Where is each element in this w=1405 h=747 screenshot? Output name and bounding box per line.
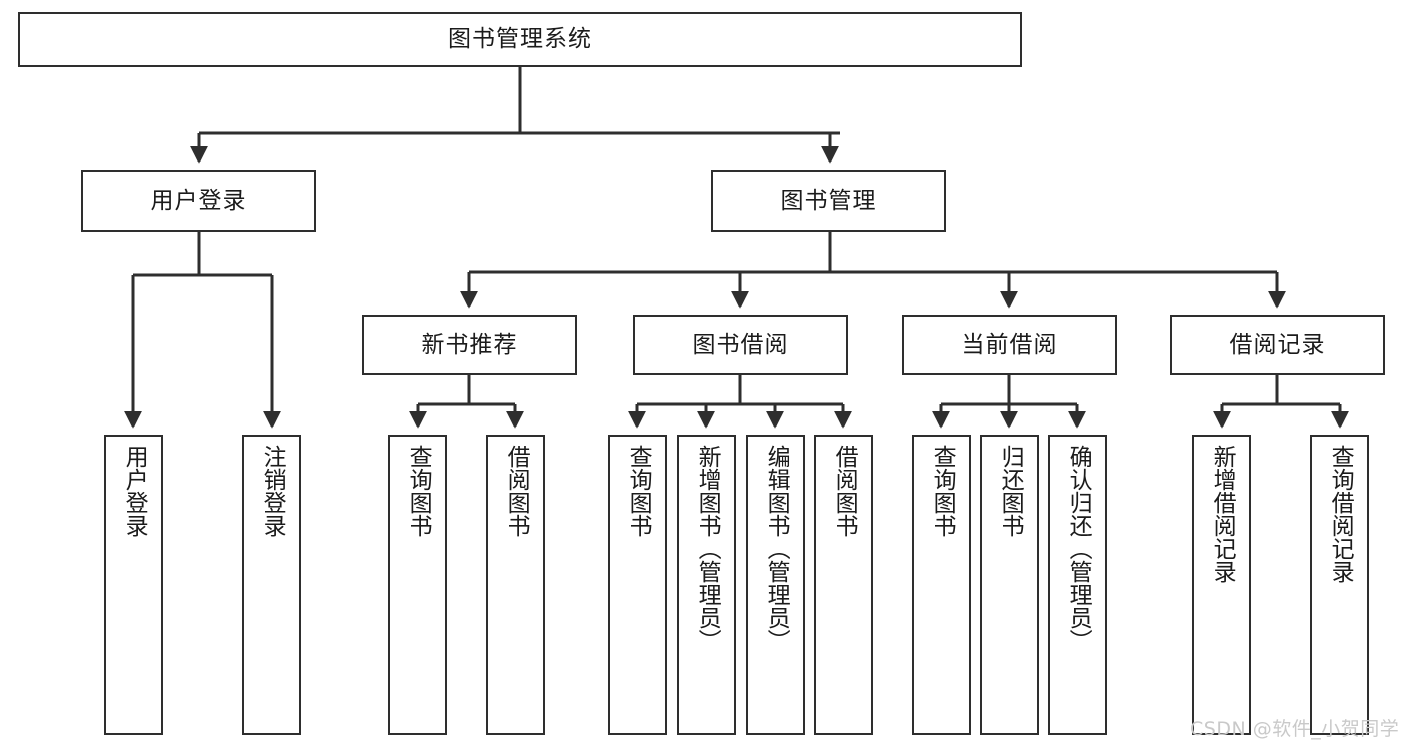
node-label: 新增图书（管理员） <box>694 445 721 652</box>
leaf-record-query-record[interactable]: 查询借阅记录 <box>1310 435 1369 735</box>
node-label: 确认归还（管理员） <box>1065 445 1092 652</box>
node-book-management[interactable]: 图书管理 <box>711 170 946 232</box>
node-label: 查询图书 <box>929 445 956 537</box>
leaf-logout[interactable]: 注销登录 <box>242 435 301 735</box>
node-label: 用户登录 <box>121 445 148 537</box>
node-label: 编辑图书（管理员） <box>763 445 790 652</box>
node-label: 图书借阅 <box>692 331 789 358</box>
node-label: 借阅记录 <box>1229 331 1326 358</box>
node-label: 注销登录 <box>259 445 286 537</box>
leaf-borrow-edit-book-admin[interactable]: 编辑图书（管理员） <box>746 435 805 735</box>
node-current-borrow[interactable]: 当前借阅 <box>902 315 1117 375</box>
leaf-current-return-book[interactable]: 归还图书 <box>980 435 1039 735</box>
node-user-login[interactable]: 用户登录 <box>81 170 316 232</box>
watermark: CSDN @软件_小贺同学 <box>1190 718 1400 740</box>
node-new-book-recommend[interactable]: 新书推荐 <box>362 315 577 375</box>
leaf-borrow-query-book[interactable]: 查询图书 <box>608 435 667 735</box>
node-label: 归还图书 <box>997 445 1024 537</box>
leaf-record-add-record[interactable]: 新增借阅记录 <box>1192 435 1251 735</box>
leaf-newbook-query-book[interactable]: 查询图书 <box>388 435 447 735</box>
leaf-current-query-book[interactable]: 查询图书 <box>912 435 971 735</box>
node-label: 新书推荐 <box>421 331 518 358</box>
node-label: 查询图书 <box>625 445 652 537</box>
node-book-borrow[interactable]: 图书借阅 <box>633 315 848 375</box>
node-label: 图书管理 <box>780 187 877 214</box>
node-label: 图书管理系统 <box>448 26 592 53</box>
leaf-current-confirm-return-admin[interactable]: 确认归还（管理员） <box>1048 435 1107 735</box>
leaf-newbook-borrow-book[interactable]: 借阅图书 <box>486 435 545 735</box>
node-label: 查询借阅记录 <box>1327 445 1354 583</box>
node-label: 当前借阅 <box>961 331 1058 358</box>
node-root-library-management-system[interactable]: 图书管理系统 <box>18 12 1022 67</box>
leaf-borrow-add-book-admin[interactable]: 新增图书（管理员） <box>677 435 736 735</box>
node-label: 用户登录 <box>150 187 247 214</box>
leaf-borrow-borrow-book[interactable]: 借阅图书 <box>814 435 873 735</box>
leaf-user-login[interactable]: 用户登录 <box>104 435 163 735</box>
node-label: 借阅图书 <box>503 445 530 537</box>
node-label: 借阅图书 <box>831 445 858 537</box>
node-label: 查询图书 <box>405 445 432 537</box>
node-label: 新增借阅记录 <box>1209 445 1236 583</box>
node-borrow-record[interactable]: 借阅记录 <box>1170 315 1385 375</box>
